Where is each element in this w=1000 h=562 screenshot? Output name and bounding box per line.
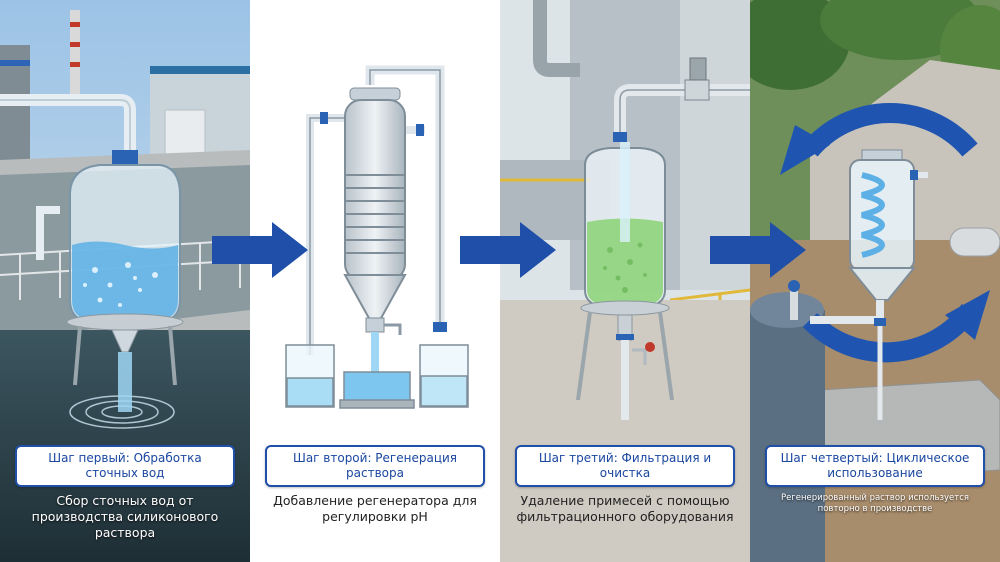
recycling-scene: [750, 0, 1000, 562]
right-arrow-icon: [710, 222, 806, 278]
step-4-caption: Шаг четвертый: Циклическое использование…: [762, 445, 988, 515]
step-3-description: Удаление примесей с помощью фильтрационн…: [516, 493, 734, 524]
right-arrow-icon: [460, 222, 556, 278]
step-4-title: Шаг четвертый: Циклическое использование: [765, 445, 985, 487]
right-arrow-icon: [212, 222, 308, 278]
step-3-title: Шаг третий: Фильтрация и очистка: [515, 445, 735, 487]
wastewater-tank-scene: [0, 0, 250, 562]
step-1-panel: Шаг первый: Обработка сточных вод Сбор с…: [0, 0, 250, 562]
step-2-panel: Шаг второй: Регенерация раствора Добавле…: [250, 0, 500, 562]
step-2-caption: Шаг второй: Регенерация раствора Добавле…: [262, 445, 488, 525]
step-1-title: Шаг первый: Обработка сточных вод: [15, 445, 235, 487]
step-2-title: Шаг второй: Регенерация раствора: [265, 445, 485, 487]
step-4-description: Регенерированный раствор используется по…: [780, 493, 970, 514]
step-1-caption: Шаг первый: Обработка сточных вод Сбор с…: [12, 445, 238, 541]
step-1-description: Сбор сточных вод от производства силикон…: [31, 493, 219, 540]
step-2-description: Добавление регенератора для регулировки …: [273, 493, 477, 524]
regeneration-column-scene: [285, 65, 469, 409]
step-3-panel: Шаг третий: Фильтрация и очистка Удалени…: [500, 0, 750, 562]
step-3-caption: Шаг третий: Фильтрация и очистка Удалени…: [512, 445, 738, 525]
step-4-panel: Шаг четвертый: Циклическое использование…: [750, 0, 1000, 562]
